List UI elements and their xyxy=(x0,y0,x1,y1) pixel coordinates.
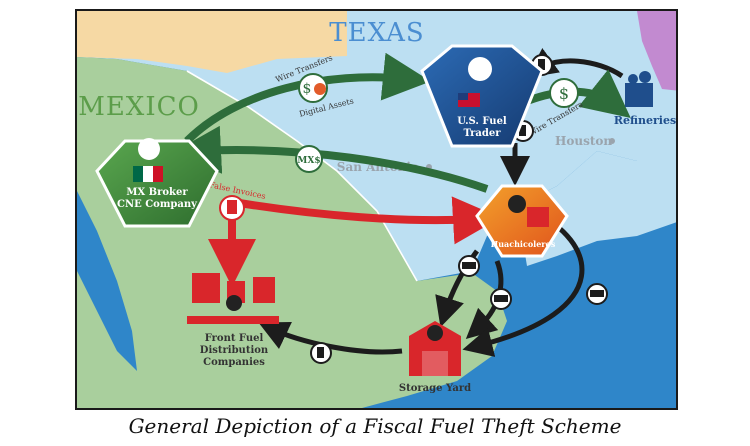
false-invoice-icon xyxy=(219,195,245,221)
huachicoleros-label: Huachicoleros xyxy=(491,239,556,249)
diagram-frame: TEXAS MEXICO San Antonio Houston $ Wire … xyxy=(75,9,678,410)
node-us-fuel-trader: U.S. Fuel Trader xyxy=(420,44,544,148)
fuel-pump-icon-3 xyxy=(310,342,332,364)
building-icon xyxy=(192,273,220,303)
person-icon xyxy=(468,57,492,81)
city-dot-houston xyxy=(609,138,615,144)
front-fuel-line2: Distribution xyxy=(200,345,269,356)
building-icon xyxy=(527,207,549,227)
mx-currency-icon: MX$ xyxy=(295,145,323,173)
front-fuel-line1: Front Fuel xyxy=(205,333,264,344)
us-trader-line1: U.S. Fuel xyxy=(457,116,507,127)
texas-label: TEXAS xyxy=(329,18,425,48)
arrow-green-huach-to-mx xyxy=(173,125,489,193)
refinery-icon xyxy=(625,83,653,107)
truck-icon-1 xyxy=(458,255,480,277)
warehouse-icon xyxy=(409,336,461,376)
svg-text:$: $ xyxy=(559,84,569,103)
node-storage-yard: Storage Yard xyxy=(399,321,471,394)
mx-broker-line1: MX Broker xyxy=(126,187,188,198)
node-refineries: Refineries xyxy=(614,71,676,127)
vehicles-row-icon xyxy=(187,316,279,324)
us-trader-line2: Trader xyxy=(463,128,501,139)
storage-yard-label: Storage Yard xyxy=(399,383,471,394)
arrow-green-mx-to-us xyxy=(184,52,431,144)
arrow-red-mx-to-huach xyxy=(226,196,501,245)
thief-icon xyxy=(508,195,526,213)
thief-icon xyxy=(427,325,443,341)
svg-text:MX$: MX$ xyxy=(297,156,320,166)
city-houston: Houston xyxy=(555,134,612,148)
scheme-map: TEXAS MEXICO San Antonio Houston $ Wire … xyxy=(77,11,676,408)
digital-assets-icon: $ xyxy=(298,73,328,103)
svg-text:$: $ xyxy=(303,81,312,97)
node-front-fuel: Front Fuel Distribution Companies xyxy=(187,273,279,368)
node-huachicoleros: Huachicoleros xyxy=(475,184,569,258)
oklahoma xyxy=(637,11,676,91)
mexico-label: MEXICO xyxy=(78,92,200,122)
dollar-icon: $ xyxy=(549,78,579,108)
node-mx-broker: MX Broker CNE Company xyxy=(95,138,219,228)
truck-icon-2 xyxy=(490,288,512,310)
person-icon xyxy=(138,138,160,160)
baja xyxy=(77,191,137,371)
refineries-label: Refineries xyxy=(614,114,676,127)
tanker-icon xyxy=(586,283,608,305)
mx-broker-line2: CNE Company xyxy=(117,199,198,210)
figure-caption: General Depiction of a Fiscal Fuel Theft… xyxy=(128,414,622,438)
new-mexico xyxy=(77,11,347,73)
texas-coast xyxy=(517,151,676,266)
thief-icon xyxy=(226,295,242,311)
front-fuel-line3: Companies xyxy=(203,357,265,368)
